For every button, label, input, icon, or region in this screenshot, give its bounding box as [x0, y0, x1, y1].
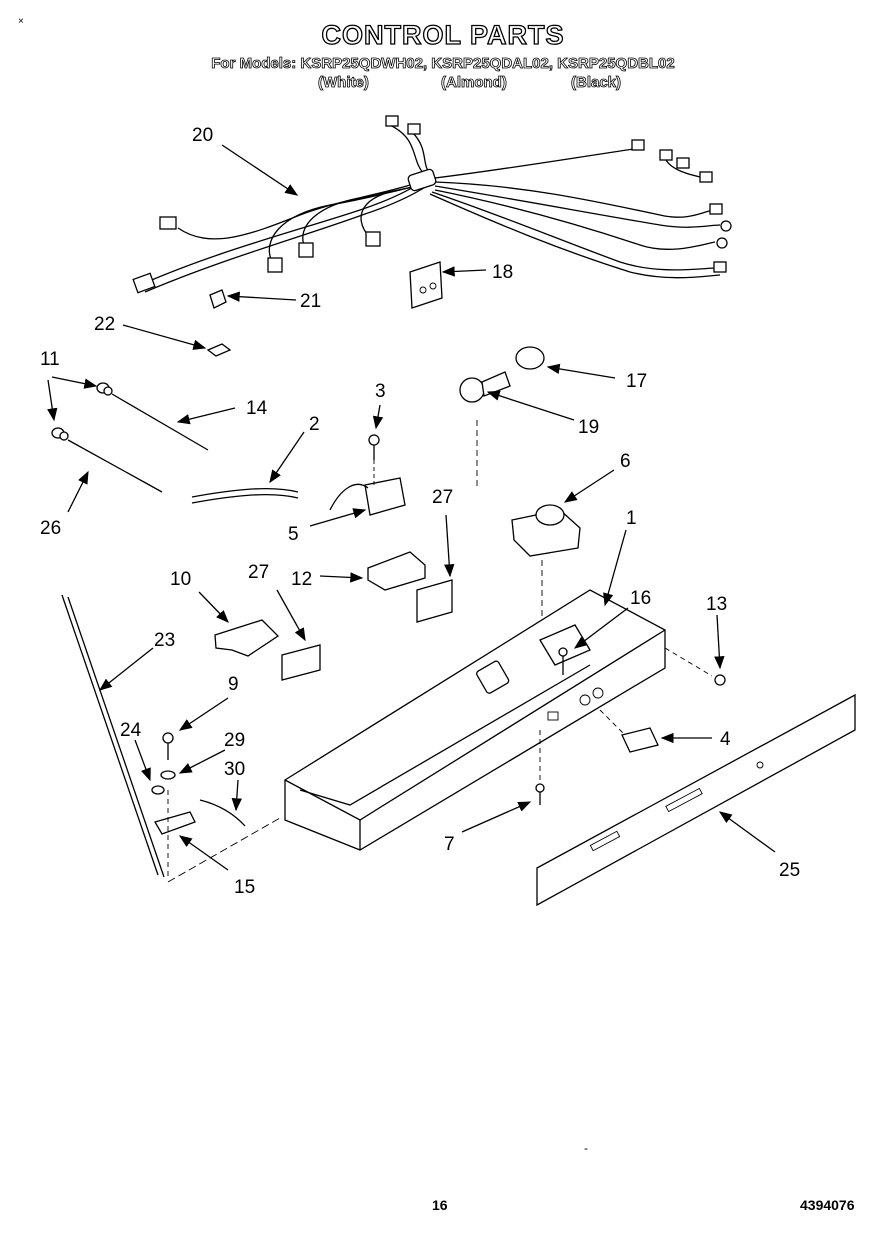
part-21-clip — [209, 289, 227, 309]
callout-10: 10 — [170, 569, 191, 590]
document-number: 4394076 — [800, 1197, 855, 1213]
callout-7: 7 — [444, 834, 455, 855]
page-number: 16 — [432, 1197, 448, 1213]
callout-2: 2 — [309, 414, 320, 435]
corner-mark: × — [18, 16, 24, 27]
page-title: CONTROL PARTS — [321, 19, 565, 50]
stray-mark: - — [584, 1141, 588, 1155]
callout-14: 14 — [246, 398, 268, 419]
callout-19: 19 — [578, 417, 599, 438]
variant-black: (Black) — [571, 74, 622, 92]
callout-30: 30 — [224, 759, 245, 780]
callout-21: 21 — [300, 291, 321, 312]
leader-lines — [47, 144, 776, 871]
part-25-trim — [536, 693, 856, 907]
part-2-tube — [191, 487, 299, 498]
callout-15: 15 — [234, 877, 255, 898]
callout-23: 23 — [154, 630, 175, 651]
part-22-bracket — [206, 343, 232, 357]
callout-22: 22 — [94, 314, 115, 335]
callout-27b: 27 — [248, 562, 269, 583]
part-1-housing — [284, 589, 666, 851]
part-13-screw — [664, 647, 726, 686]
callout-1: 1 — [626, 508, 637, 529]
part-7-screw — [535, 730, 545, 805]
part-27-label-b — [281, 644, 321, 681]
part-4-switch — [621, 727, 659, 753]
variant-almond: (Almond) — [441, 74, 508, 92]
part-6-control — [511, 504, 581, 620]
models-line: For Models: KSRP25QDWH02, KSRP25QDAL02, … — [211, 55, 675, 73]
callout-24: 24 — [120, 720, 142, 741]
callout-12: 12 — [291, 569, 312, 590]
callout-27a: 27 — [432, 487, 453, 508]
callout-29: 29 — [224, 730, 245, 751]
callout-11: 11 — [40, 349, 60, 370]
parts-11-14-26-rods — [51, 382, 209, 493]
part-23-rod — [61, 594, 159, 876]
part-18-plate — [409, 261, 443, 309]
callout-16: 16 — [630, 588, 651, 609]
callout-20: 20 — [192, 125, 213, 146]
parts-9-29-24-15 — [151, 732, 281, 883]
part-17-19-light — [459, 346, 545, 490]
part-10-bracket — [214, 619, 280, 657]
callout-9: 9 — [228, 674, 239, 695]
callout-6: 6 — [620, 451, 631, 472]
callout-3: 3 — [375, 381, 386, 402]
callout-26: 26 — [40, 518, 61, 539]
part-27-label-a — [416, 579, 453, 623]
part-12-bracket — [367, 551, 426, 591]
callout-25: 25 — [779, 860, 800, 881]
callout-4: 4 — [720, 729, 731, 750]
wiring-harness — [132, 115, 732, 294]
callout-17: 17 — [626, 371, 647, 392]
callout-5: 5 — [288, 524, 299, 545]
variant-white: (White) — [318, 74, 370, 92]
callout-18: 18 — [492, 262, 513, 283]
callout-numbers: 20 18 21 22 11 14 3 17 19 2 26 5 6 27 1 … — [40, 125, 800, 1155]
part-3-5-sensor — [329, 434, 406, 516]
callout-13: 13 — [706, 594, 727, 615]
